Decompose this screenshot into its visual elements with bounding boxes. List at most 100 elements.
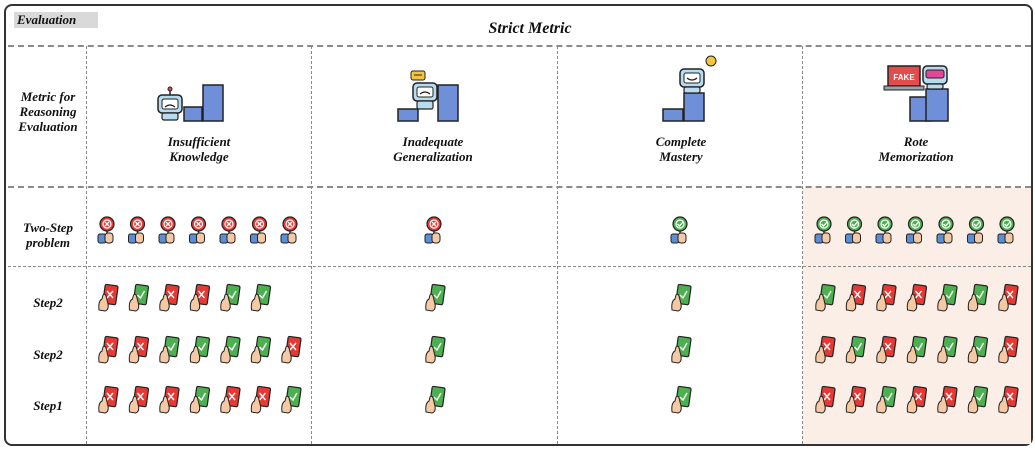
correct-card-icon [128, 283, 150, 312]
bar-step-1 [662, 108, 684, 122]
col-label-complete-mastery: Complete Mastery [606, 134, 756, 164]
correct-card-icon [189, 385, 211, 414]
metric-label-line1: Metric for [20, 89, 76, 104]
column-divider-2 [557, 46, 558, 444]
wrong-card-icon [876, 283, 897, 312]
correct-card-icon [425, 283, 446, 312]
step-row-a-label: Step2 [33, 295, 63, 310]
two-step-label-line2: problem [25, 235, 71, 250]
wrong-card-icon [845, 283, 867, 312]
correct-card-icon [671, 385, 692, 414]
wrong-verdict-icon [189, 216, 207, 244]
col-label-rote-memorization: Rote Memorization [841, 134, 991, 164]
wrong-card-icon [220, 385, 241, 414]
col-label-line2: Memorization [878, 149, 954, 164]
correct-verdict-icon [670, 216, 688, 244]
wrong-verdict-icon [158, 216, 176, 244]
col-label-line2: Knowledge [169, 149, 229, 164]
correct-card-icon [250, 283, 272, 312]
wrong-card-icon [815, 335, 836, 364]
bar-step-1 [183, 106, 203, 122]
wrong-card-icon [98, 385, 119, 414]
rote-memorization-illustration: FAKE [883, 65, 949, 122]
lightbulb-icon [705, 55, 717, 67]
wrong-verdict-icon [97, 216, 115, 244]
correct-card-icon [967, 335, 989, 364]
wrong-verdict-icon [128, 216, 146, 244]
col-label-line2: Mastery [659, 149, 703, 164]
correct-card-icon [967, 385, 989, 414]
wrong-card-icon [281, 335, 302, 364]
wrong-card-icon [98, 283, 119, 312]
correct-card-icon [906, 335, 928, 364]
correct-card-icon [425, 385, 446, 414]
col-label-line1: Rote [903, 134, 929, 149]
step-row-c-label: Step1 [33, 398, 63, 413]
two-step-row-label: Two-Step problem [12, 220, 84, 250]
column-divider-1 [311, 46, 312, 444]
evaluation-tag-label: Evaluation [17, 12, 77, 27]
wrong-card-icon [906, 283, 928, 312]
wrong-card-icon [815, 385, 836, 414]
correct-card-icon [671, 335, 692, 364]
bar-step-2 [925, 88, 949, 122]
wrong-card-icon [250, 385, 272, 414]
sad-robot-icon [157, 86, 183, 121]
correct-card-icon [281, 385, 302, 414]
wrong-card-icon [876, 335, 897, 364]
col-label-inadequate-generalization: Inadequate Generalization [358, 134, 508, 164]
wrong-verdict-icon [280, 216, 298, 244]
correct-verdict-icon [906, 216, 924, 244]
evaluation-tag: Evaluation [14, 12, 98, 28]
strict-metric-title: Strict Metric [488, 20, 572, 37]
wrong-card-icon [98, 335, 119, 364]
wrong-card-icon [937, 385, 958, 414]
correct-card-icon [845, 335, 867, 364]
bar-step-2 [683, 92, 705, 122]
complete-mastery-illustration [662, 55, 717, 122]
marker-grid [97, 216, 1019, 414]
thinking-robot-icon [410, 70, 438, 110]
wrong-card-icon [128, 385, 150, 414]
correct-card-icon [937, 335, 958, 364]
col-label-insufficient-knowledge: Insufficient Knowledge [124, 134, 274, 164]
wrong-verdict-icon [250, 216, 268, 244]
wrong-verdict-icon [424, 216, 442, 244]
correct-card-icon [815, 283, 836, 312]
wrong-card-icon [906, 385, 928, 414]
wrong-card-icon [845, 385, 867, 414]
divider-mid [8, 186, 1031, 188]
col-label-line1: Complete [655, 134, 707, 149]
laptop-fake-icon: FAKE [883, 65, 925, 91]
correct-card-icon [876, 385, 897, 414]
correct-card-icon [425, 335, 446, 364]
col-label-line1: Inadequate [402, 134, 464, 149]
correct-verdict-icon [967, 216, 985, 244]
wrong-card-icon [998, 283, 1019, 312]
correct-card-icon [967, 283, 989, 312]
correct-card-icon [220, 283, 241, 312]
correct-card-icon [671, 283, 692, 312]
fake-sign-text: FAKE [893, 73, 915, 82]
metric-label-line3: Evaluation [18, 119, 78, 134]
wrong-card-icon [159, 283, 180, 312]
bar-step-2 [202, 84, 224, 122]
wrong-card-icon [159, 385, 180, 414]
correct-card-icon [220, 335, 241, 364]
happy-robot-icon [679, 55, 717, 94]
correct-card-icon [159, 335, 180, 364]
column-divider-label [86, 46, 87, 444]
wrong-card-icon [128, 335, 150, 364]
metric-label-line2: Reasoning [19, 104, 77, 119]
inadequate-generalization-illustration [397, 70, 459, 122]
two-step-label-line1: Two-Step [22, 220, 74, 235]
correct-verdict-icon [845, 216, 863, 244]
wrong-card-icon [998, 385, 1019, 414]
step-row-b-label: Step2 [33, 347, 63, 362]
divider-lower [8, 266, 1031, 267]
correct-verdict-icon [814, 216, 832, 244]
wrong-card-icon [998, 335, 1019, 364]
col-label-line2: Generalization [393, 149, 473, 164]
divider-top [8, 45, 1031, 47]
